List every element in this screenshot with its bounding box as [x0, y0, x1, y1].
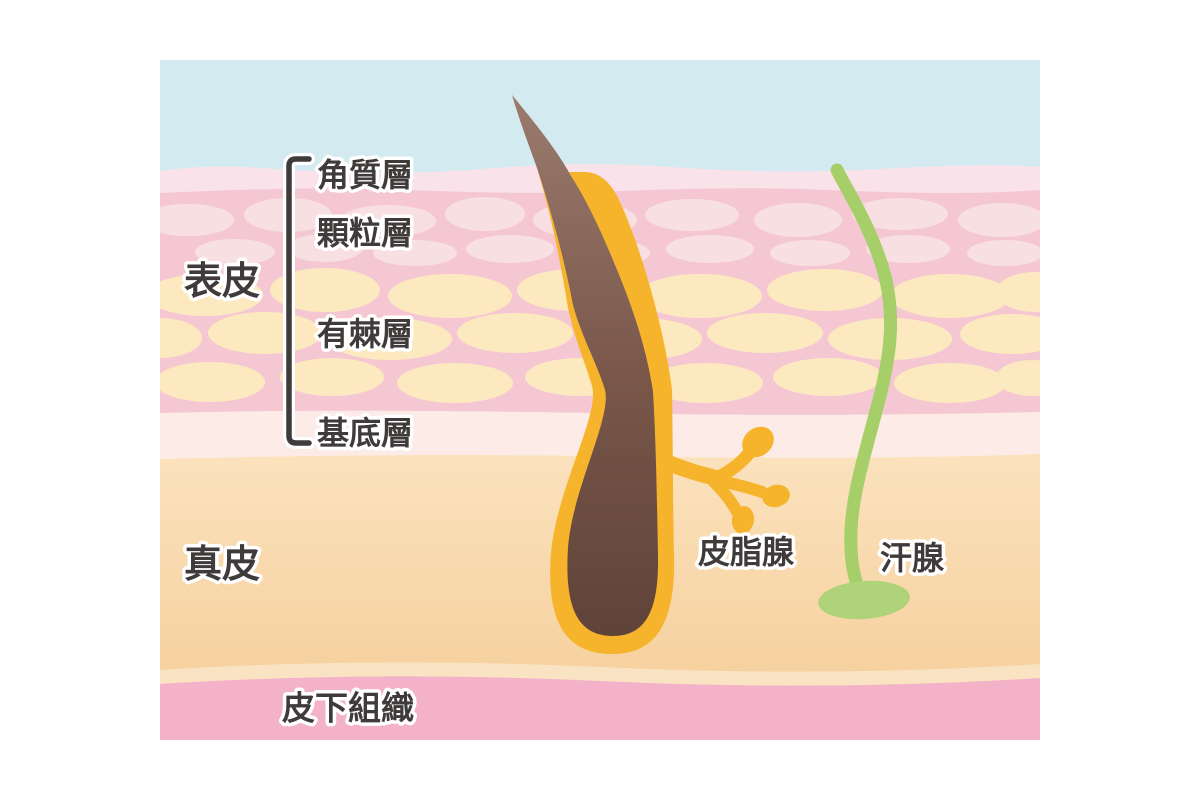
subcutaneous-layer — [160, 676, 1040, 740]
label-subcutaneous-tissue: 皮下組織 — [282, 690, 414, 727]
sky-region — [160, 60, 1040, 173]
epidermis-bracket — [283, 153, 315, 449]
label-epidermis: 表皮 — [184, 261, 260, 303]
label-stratum-corneum: 角質層 — [317, 157, 413, 193]
label-spinous-layer: 有棘層 — [317, 316, 413, 352]
label-sweat-gland: 汗腺 — [880, 540, 945, 576]
hair-shaft — [512, 95, 659, 636]
label-sebaceous-gland: 皮脂腺 — [698, 534, 795, 570]
skin-cross-section-diagram: 表皮 角質層 顆粒層 有棘層 基底層 真皮 皮下組織 皮脂腺 汗腺 — [160, 60, 1040, 740]
sweat-gland-coil — [818, 580, 910, 620]
label-dermis: 真皮 — [184, 544, 260, 586]
label-basal-layer: 基底層 — [317, 415, 413, 451]
epidermis-cells-light — [160, 197, 1040, 266]
label-granular-layer: 顆粒層 — [317, 215, 413, 251]
sweat-gland-duct — [830, 163, 898, 597]
skin-diagram-svg: 表皮 角質層 顆粒層 有棘層 基底層 真皮 皮下組織 皮脂腺 汗腺 — [160, 60, 1040, 740]
epidermis-cells-cream — [160, 268, 1040, 403]
sebaceous-gland-shape — [658, 426, 790, 534]
